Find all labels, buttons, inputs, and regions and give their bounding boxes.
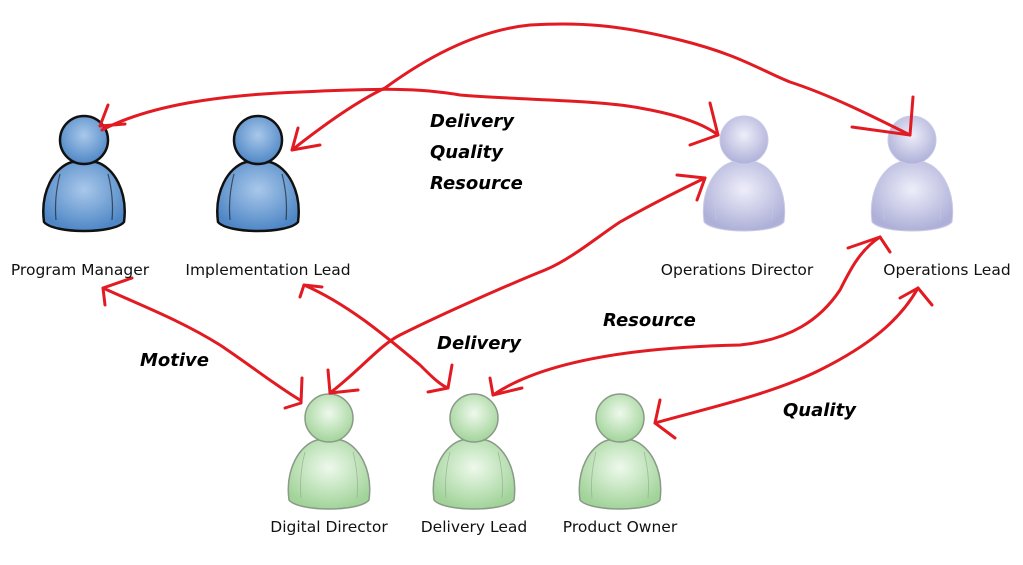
arrowhead-implementation-lead bbox=[290, 126, 322, 152]
person-arm-line bbox=[228, 173, 235, 221]
arrow-delivery-lead-operations-lead bbox=[491, 235, 882, 397]
person-body bbox=[216, 160, 300, 233]
arrow-program-manager-operations-director bbox=[100, 87, 720, 137]
arrow-implementation-lead-operations-lead bbox=[290, 22, 912, 152]
person-body bbox=[432, 439, 516, 510]
person-label-digital-director: Digital Director bbox=[270, 518, 388, 536]
arrowhead-program-manager bbox=[98, 103, 127, 128]
person-icon-program-manager bbox=[42, 114, 126, 233]
person-head bbox=[449, 393, 499, 443]
person-arm-line bbox=[107, 173, 114, 221]
label-delivery: Delivery bbox=[437, 333, 522, 354]
person-arm-line bbox=[54, 173, 61, 221]
label-top-resource: Resource bbox=[430, 173, 523, 194]
person-body bbox=[578, 439, 662, 510]
person-body bbox=[42, 160, 126, 233]
arrowhead-operations-director-side bbox=[675, 173, 707, 202]
person-body bbox=[702, 161, 786, 232]
person-label-delivery-lead: Delivery Lead bbox=[421, 518, 528, 536]
person-arm-line bbox=[767, 173, 773, 221]
arrow-digital-director-operations-director bbox=[328, 176, 707, 395]
arrowhead-implementation-lead-bottom bbox=[298, 283, 324, 299]
arrowhead-operations-lead-top bbox=[850, 95, 915, 137]
person-head bbox=[232, 114, 284, 166]
arrowhead-operations-lead-bottom bbox=[898, 286, 934, 307]
label-top-delivery: Delivery bbox=[430, 111, 515, 132]
person-arm-line bbox=[591, 451, 597, 499]
arrow-program-manager-digital-director bbox=[101, 286, 302, 402]
label-resource: Resource bbox=[603, 310, 696, 331]
person-arm-line bbox=[300, 451, 306, 499]
arrowhead-delivery-lead-left bbox=[426, 363, 454, 394]
person-arm-line bbox=[883, 173, 889, 221]
person-body bbox=[287, 439, 371, 510]
person-icon-implementation-lead bbox=[216, 114, 300, 233]
person-head bbox=[595, 393, 645, 443]
arrow-product-owner-operations-lead bbox=[653, 286, 920, 425]
label-top-quality: Quality bbox=[430, 142, 504, 163]
person-arm-line bbox=[643, 451, 649, 499]
person-body bbox=[870, 161, 954, 232]
person-icon-product-owner bbox=[578, 393, 662, 510]
person-arm-line bbox=[445, 451, 451, 499]
arrowhead-product-owner bbox=[653, 398, 677, 440]
person-label-program-manager: Program Manager bbox=[11, 261, 150, 279]
arrowhead-digital-director-left bbox=[283, 376, 304, 410]
person-arm-line bbox=[935, 173, 941, 221]
label-quality: Quality bbox=[783, 400, 857, 421]
person-arm-line bbox=[715, 173, 721, 221]
person-label-implementation-lead: Implementation Lead bbox=[185, 261, 350, 279]
person-arm-line bbox=[352, 451, 358, 499]
person-label-operations-lead: Operations Lead bbox=[883, 261, 1010, 279]
label-top-block: Delivery Quality Resource bbox=[430, 111, 523, 194]
person-icon-delivery-lead bbox=[432, 393, 516, 510]
arrowhead-delivery-lead-right bbox=[488, 376, 524, 397]
arrowhead-operations-lead-left bbox=[846, 235, 892, 254]
arrowhead-digital-director-right bbox=[326, 368, 360, 395]
arrowhead-program-manager-bottom bbox=[101, 276, 134, 307]
person-arm-line bbox=[281, 173, 288, 221]
arrow-implementation-lead-delivery-lead bbox=[302, 283, 450, 390]
person-icon-operations-director bbox=[702, 115, 786, 232]
person-head bbox=[58, 114, 110, 166]
person-head bbox=[304, 393, 354, 443]
label-motive: Motive bbox=[140, 350, 209, 371]
person-icon-digital-director bbox=[287, 393, 371, 510]
person-label-product-owner: Product Owner bbox=[563, 518, 678, 536]
person-icon-operations-lead bbox=[870, 115, 954, 232]
arrowhead-operations-director-top bbox=[688, 101, 720, 147]
person-arm-line bbox=[497, 451, 503, 499]
person-head bbox=[719, 115, 769, 165]
person-label-operations-director: Operations Director bbox=[661, 261, 814, 279]
